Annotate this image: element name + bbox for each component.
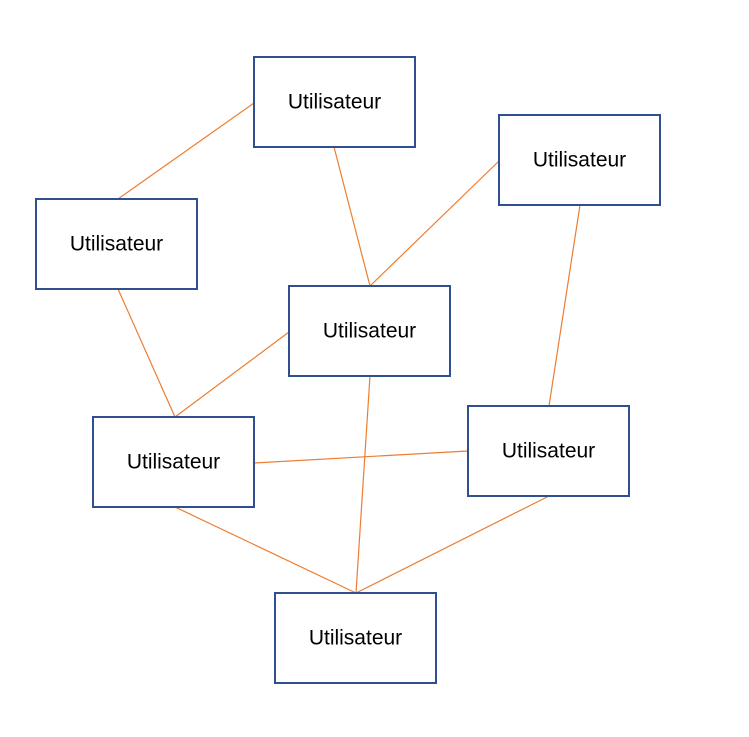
user-box bbox=[274, 592, 437, 684]
edge-n5-n7 bbox=[174, 506, 357, 594]
edge-n3-n5 bbox=[117, 288, 176, 418]
edge-n1-n4 bbox=[333, 146, 371, 287]
user-node-n3: Utilisateur bbox=[35, 198, 198, 290]
edges-layer bbox=[117, 102, 581, 594]
user-box bbox=[253, 56, 416, 148]
edge-n4-n7 bbox=[355, 375, 371, 594]
user-label: Utilisateur bbox=[502, 440, 595, 463]
user-label: Utilisateur bbox=[309, 627, 402, 650]
user-box bbox=[35, 198, 198, 290]
user-box bbox=[288, 285, 451, 377]
user-node-n1: Utilisateur bbox=[253, 56, 416, 148]
user-node-n5: Utilisateur bbox=[92, 416, 255, 508]
edge-n1-n3 bbox=[117, 102, 255, 200]
user-box bbox=[92, 416, 255, 508]
edge-n2-n4 bbox=[369, 160, 500, 287]
user-label: Utilisateur bbox=[127, 451, 220, 474]
user-node-n6: Utilisateur bbox=[467, 405, 630, 497]
user-node-n4: Utilisateur bbox=[288, 285, 451, 377]
edge-n6-n7 bbox=[355, 495, 550, 594]
edge-n2-n6 bbox=[548, 204, 581, 407]
user-label: Utilisateur bbox=[288, 91, 381, 114]
nodes-layer: UtilisateurUtilisateurUtilisateurUtilisa… bbox=[35, 56, 661, 684]
user-label: Utilisateur bbox=[323, 320, 416, 343]
user-box bbox=[498, 114, 661, 206]
user-box bbox=[467, 405, 630, 497]
edge-n5-n6 bbox=[253, 450, 469, 464]
user-node-n2: Utilisateur bbox=[498, 114, 661, 206]
edge-n4-n5 bbox=[174, 331, 290, 418]
user-label: Utilisateur bbox=[533, 149, 626, 172]
user-node-n7: Utilisateur bbox=[274, 592, 437, 684]
user-label: Utilisateur bbox=[70, 233, 163, 256]
